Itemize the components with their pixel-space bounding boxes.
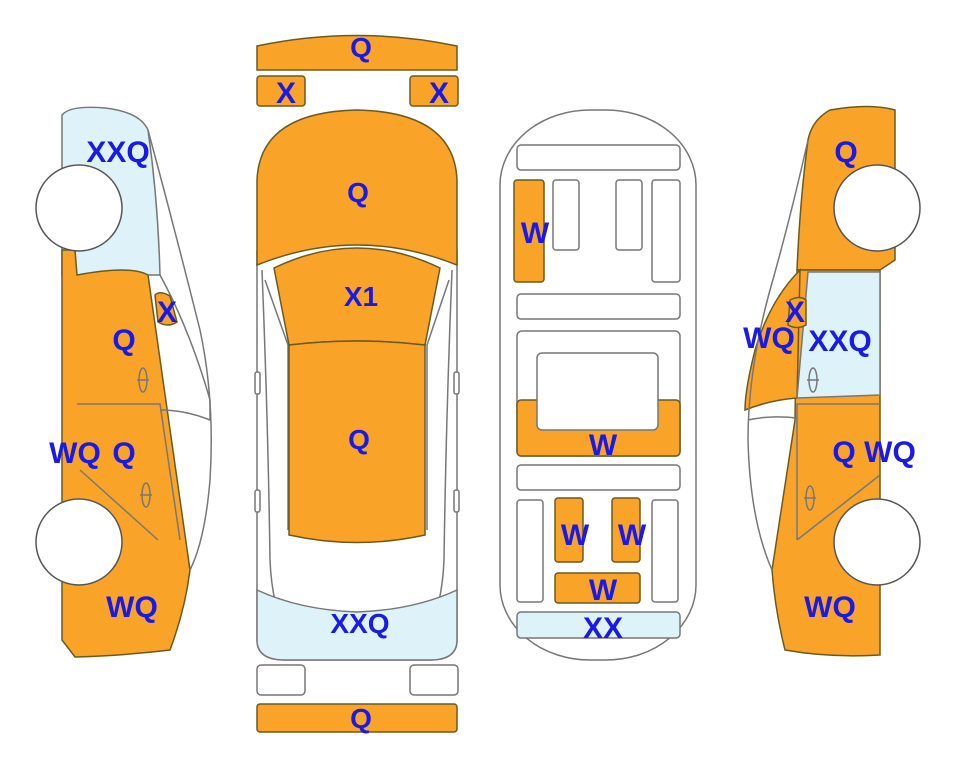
rear-left-lamp[interactable] xyxy=(256,664,306,696)
right-lower-glass-line xyxy=(747,416,798,421)
label-bottom-bumper: Q xyxy=(350,703,372,734)
right-mirror-stub xyxy=(453,371,460,395)
label-hood: Q xyxy=(347,177,369,208)
left-front-handle xyxy=(137,367,149,393)
right-rear-wheel xyxy=(833,498,921,586)
floor-rear-center-panel[interactable] xyxy=(554,572,641,604)
right-rear-handle xyxy=(804,485,816,511)
label-rear-window: XXQ xyxy=(330,608,389,639)
right-window-panel[interactable] xyxy=(796,271,881,399)
label-left-rear-door-a: WQ xyxy=(49,437,101,470)
left-front-wheel xyxy=(35,164,123,252)
label-left-mirror: X xyxy=(157,296,177,329)
left-door-split xyxy=(77,403,181,541)
floor-front-slot-1 xyxy=(552,179,580,251)
label-floor-rear-end: XX xyxy=(583,612,623,645)
label-floor-rear-left: W xyxy=(561,519,590,552)
roof-panel[interactable] xyxy=(288,340,426,544)
label-left-front-door: Q xyxy=(112,324,135,357)
floor-front-left-panel[interactable] xyxy=(513,179,545,283)
left-mirror-stub xyxy=(254,371,261,395)
rear-right-lamp[interactable] xyxy=(409,664,459,696)
floor-mid-bar xyxy=(516,293,681,320)
left-door-handle xyxy=(254,489,261,513)
label-floor-middle: W xyxy=(589,429,618,462)
right-side-view: Q X WQ XXQ Q WQ WQ xyxy=(743,105,921,657)
floor-rear-left-panel[interactable] xyxy=(554,497,584,563)
floor-rear-left-rail xyxy=(516,499,544,603)
label-left-rear-fender: WQ xyxy=(106,591,158,624)
label-right-rear-door-b: WQ xyxy=(864,436,916,469)
front-right-lamp-panel[interactable] xyxy=(409,75,459,107)
front-left-lamp-panel[interactable] xyxy=(256,75,306,107)
right-door-diagonal xyxy=(796,474,881,541)
floor-outline xyxy=(499,109,697,661)
floor-front-bar xyxy=(516,144,681,171)
label-top-bumper: Q xyxy=(350,32,372,63)
top-right-pillar xyxy=(426,279,450,530)
rear-bumper-panel[interactable] xyxy=(256,703,458,733)
left-mirror-panel[interactable] xyxy=(154,292,178,326)
right-roof-line xyxy=(747,139,809,571)
label-right-window: XXQ xyxy=(808,325,871,358)
label-floor-front-left: W xyxy=(521,217,550,250)
front-bumper-panel[interactable] xyxy=(256,34,458,71)
floor-rear-bar xyxy=(516,464,681,491)
floor-view: W W W W W XX xyxy=(499,109,697,661)
label-right-front: Q xyxy=(834,136,857,169)
top-view: Q X X Q X1 Q XXQ Q xyxy=(254,32,460,734)
label-roof: Q xyxy=(348,424,370,455)
right-front-handle xyxy=(807,367,819,393)
label-right-rear-door-a: Q xyxy=(832,436,855,469)
floor-rear-right-rail xyxy=(651,499,679,603)
label-top-right-small: X xyxy=(429,77,449,110)
left-door-glass-line xyxy=(159,274,211,422)
floor-rear-end-panel[interactable] xyxy=(516,611,681,639)
label-top-left-small: X xyxy=(276,77,296,110)
right-front-wheel xyxy=(833,164,921,252)
right-mirror-panel[interactable] xyxy=(787,296,807,329)
left-door-diagonal xyxy=(79,469,159,541)
label-right-rear-fender: WQ xyxy=(804,591,856,624)
left-rear-handle xyxy=(140,482,152,508)
label-right-front-door: WQ xyxy=(743,322,795,355)
rear-window-panel[interactable] xyxy=(256,588,458,661)
hood-panel[interactable] xyxy=(256,109,458,267)
left-side-view: XXQ X Q WQ Q WQ xyxy=(35,106,212,658)
label-floor-rear-right: W xyxy=(618,519,647,552)
right-door-handle xyxy=(453,489,460,513)
floor-front-slot-2 xyxy=(615,179,643,251)
label-left-front-glass: XXQ xyxy=(86,136,149,169)
floor-center-box xyxy=(536,352,659,431)
label-floor-rear-center: W xyxy=(589,574,618,607)
right-door-split xyxy=(796,403,880,540)
top-left-pillar xyxy=(264,279,289,530)
label-right-mirror: X xyxy=(785,296,805,329)
floor-front-right-panel xyxy=(651,179,681,283)
label-windshield: X1 xyxy=(344,281,378,312)
label-left-rear-door-b: Q xyxy=(112,437,135,470)
floor-rear-right-panel[interactable] xyxy=(611,497,641,563)
right-front-door-panel[interactable] xyxy=(744,268,801,412)
left-rear-wheel xyxy=(35,498,123,586)
left-roof-line xyxy=(147,129,212,571)
